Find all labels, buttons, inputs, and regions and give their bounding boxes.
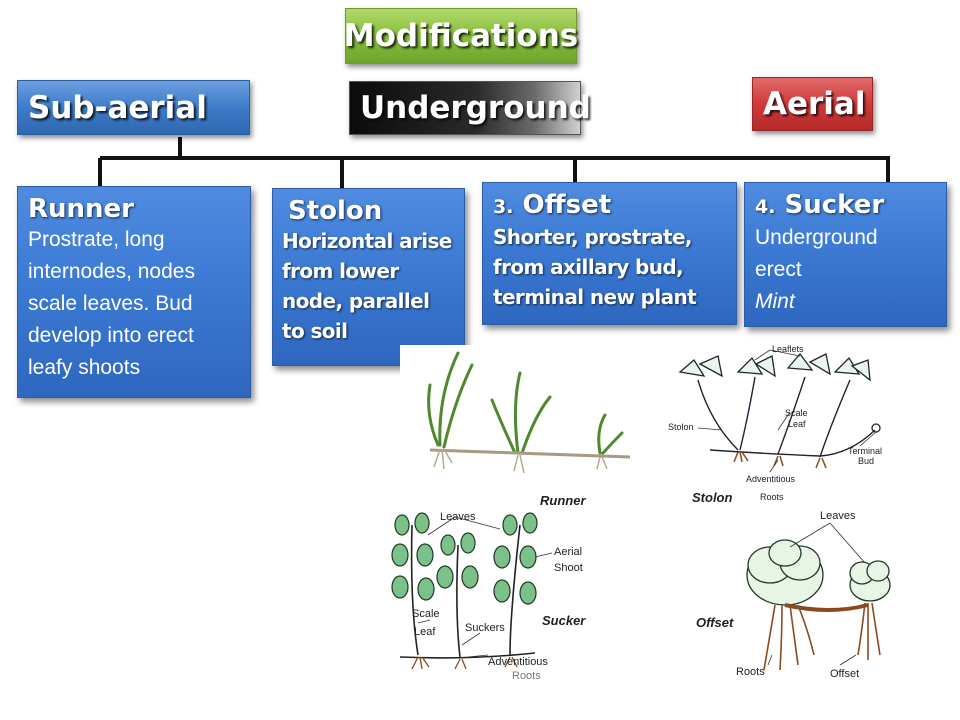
sucker-label-shoot: Shoot	[554, 562, 583, 574]
stolon-line: from lower	[282, 259, 399, 283]
stolon-label-leaf: Leaf	[788, 419, 806, 429]
stolon-label-leaflets: Leaflets	[772, 344, 804, 354]
sucker-title: Sucker	[784, 190, 885, 220]
sucker-description: Underground erect Mint	[755, 222, 936, 318]
sub-aerial-title: Sub-aerial	[28, 89, 207, 126]
stolon-line: Horizontal arise	[282, 229, 452, 253]
sucker-number: 4.	[755, 196, 776, 218]
offset-label-roots: Roots	[736, 666, 765, 678]
offset-line: from axillary bud,	[493, 255, 684, 279]
offset-caption: Offset	[696, 615, 734, 630]
sub-aerial-header: Sub-aerial	[17, 80, 250, 135]
stolon-title: Stolon	[288, 196, 383, 226]
runner-line: internodes, nodes	[28, 260, 195, 283]
stolon-line: node, parallel	[282, 289, 430, 313]
sucker-label-suckers: Suckers	[465, 622, 505, 634]
runner-title: Runner	[28, 194, 135, 224]
sucker-illustration: Leaves Aerial Shoot Scale Leaf Suckers A…	[391, 511, 586, 682]
sucker-label-scale: Scale	[412, 608, 440, 620]
aerial-title: Aerial	[763, 86, 866, 122]
offset-box: 3. Offset Shorter, prostrate, from axill…	[482, 182, 737, 325]
sucker-label-leaf: Leaf	[414, 626, 436, 638]
runner-line: scale leaves. Bud	[28, 292, 193, 315]
offset-line: Shorter, prostrate,	[493, 225, 693, 249]
sucker-label-roots: Roots	[512, 670, 541, 682]
offset-title: Offset	[522, 190, 612, 220]
sucker-line: erect	[755, 258, 802, 281]
sucker-label-adventitious: Adventitious	[488, 656, 548, 668]
stolon-label-bud: Bud	[858, 456, 874, 466]
runner-illustration: Runner	[400, 345, 635, 520]
aerial-header: Aerial	[752, 77, 873, 131]
stolon-label-adventitious: Adventitious	[746, 474, 796, 484]
offset-line: terminal new plant	[493, 285, 697, 309]
offset-illustration: Leaves Roots Offset Offset	[696, 510, 891, 680]
offset-heading: 3. Offset	[493, 190, 726, 222]
offset-number: 3.	[493, 196, 514, 218]
underground-title: Underground	[360, 90, 591, 126]
stolon-label-stolon: Stolon	[668, 422, 694, 432]
sucker-label-aerial: Aerial	[554, 546, 582, 558]
stolon-caption: Stolon	[692, 490, 732, 505]
stolon-label-roots: Roots	[760, 492, 784, 502]
stolon-line: to soil	[282, 319, 348, 343]
offset-label-leaves: Leaves	[820, 510, 856, 522]
stolon-description: Horizontal arise from lower node, parall…	[282, 226, 454, 346]
runner-line: leafy shoots	[28, 356, 141, 379]
runner-description: Prostrate, long internodes, nodes scale …	[28, 224, 240, 384]
modifications-title: Modifications	[343, 18, 579, 54]
underground-header: Underground	[349, 81, 591, 135]
sucker-box: 4. Sucker Underground erect Mint	[744, 182, 947, 327]
offset-description: Shorter, prostrate, from axillary bud, t…	[493, 222, 726, 312]
stolon-illustration: Leaflets Scale Leaf Stolon Terminal Bud …	[668, 344, 882, 505]
runner-line: develop into erect	[28, 324, 194, 347]
runner-box: Runner Prostrate, long internodes, nodes…	[17, 186, 251, 398]
sucker-label-leaves: Leaves	[440, 511, 476, 523]
stolon-label-terminal: Terminal	[848, 446, 882, 456]
sucker-heading: 4. Sucker	[755, 190, 936, 222]
sucker-example: Mint	[755, 290, 795, 313]
sucker-caption: Sucker	[542, 613, 586, 628]
modifications-header: Modifications	[343, 8, 579, 64]
stolon-box: Stolon Horizontal arise from lower node,…	[272, 188, 465, 366]
stolon-label-scale: Scale	[785, 408, 808, 418]
offset-label-offset: Offset	[830, 668, 859, 680]
runner-caption: Runner	[540, 493, 586, 508]
runner-line: Prostrate, long	[28, 228, 165, 251]
sucker-line: Underground	[755, 226, 878, 249]
